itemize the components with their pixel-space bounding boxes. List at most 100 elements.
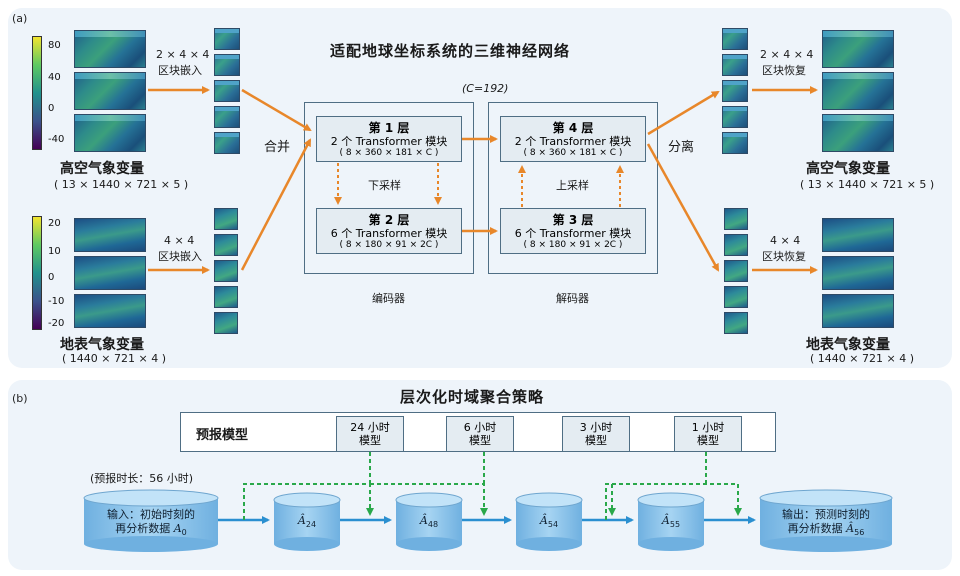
upper-right-name: 高空气象变量: [806, 161, 890, 177]
patch-tile: [214, 260, 238, 282]
lead-time: (预报时长：56 小时): [90, 472, 194, 485]
state-label-24: Â24: [274, 514, 340, 532]
patch-cube: [722, 28, 748, 50]
model-line2: 模型: [585, 434, 607, 447]
encoder-label: 编码器: [372, 292, 405, 305]
layer-3-block: 第 3 层 6 个 Transformer 模块 ( 8 × 180 × 91 …: [500, 208, 646, 254]
layer-title: 第 3 层: [552, 213, 594, 227]
output-line1: 输出：预测时刻的: [782, 508, 870, 521]
upsample-label: 上采样: [556, 179, 589, 192]
patch-tile: [214, 286, 238, 308]
patch-tile: [724, 312, 748, 334]
surface-plane: [74, 294, 146, 328]
colorbar-lower-tick: 20: [48, 218, 61, 229]
layer-title: 第 1 层: [368, 121, 410, 135]
layer-dims: ( 8 × 180 × 91 × 2C ): [523, 240, 623, 250]
panel-a-title: 适配地球坐标系统的三维神经网络: [330, 42, 571, 60]
output-symbol: Â: [846, 522, 855, 535]
patch-cube: [722, 132, 748, 154]
layer-4-block: 第 4 层 2 个 Transformer 模块 ( 8 × 360 × 181…: [500, 116, 646, 162]
upper-left-name: 高空气象变量: [60, 161, 144, 177]
colorbar-upper-tick: -40: [48, 134, 65, 145]
input-subscript: 0: [181, 528, 187, 538]
decoder-label: 解码器: [556, 292, 589, 305]
upper-air-slab: [822, 30, 894, 68]
model-line2: 模型: [697, 434, 719, 447]
patch-cube: [722, 106, 748, 128]
colorbar-lower-tick: -20: [48, 318, 65, 329]
upper-air-slab: [74, 114, 146, 152]
state-symbol: Â: [297, 514, 306, 527]
merge-label: 合并: [264, 140, 291, 155]
split-label: 分离: [668, 140, 695, 155]
upper-air-slab: [74, 30, 146, 68]
layer-desc: 2 个 Transformer 模块: [514, 135, 632, 148]
state-symbol: Â: [419, 514, 428, 527]
patch-tile: [724, 260, 748, 282]
model-line1: 3 小时: [579, 421, 613, 434]
model-24h: 24 小时 模型: [336, 416, 404, 452]
state-subscript: 48: [427, 520, 439, 530]
surface-plane: [822, 294, 894, 328]
patch-cube: [214, 132, 240, 154]
model-6h: 6 小时 模型: [446, 416, 514, 452]
patch-tile: [724, 286, 748, 308]
input-label: 输入：初始时刻的 再分析数据 A0: [86, 508, 216, 540]
colorbar-upper-tick: 0: [48, 103, 55, 114]
layer-desc: 6 个 Transformer 模块: [514, 227, 632, 240]
lower-embed-dims: 4 × 4: [164, 234, 195, 247]
upper-embed-dims: 2 × 4 × 4: [156, 48, 210, 61]
panel-a: [8, 8, 952, 368]
patch-tile: [214, 312, 238, 334]
lower-left-dims: ( 1440 × 721 × 4 ): [62, 352, 166, 365]
colorbar-upper: [32, 36, 42, 150]
colorbar-upper-tick: 40: [48, 72, 61, 83]
layer-title: 第 4 层: [552, 121, 594, 135]
state-label-55: Â55: [638, 514, 704, 532]
patch-tile: [724, 208, 748, 230]
upper-air-slab: [74, 72, 146, 110]
state-label-54: Â54: [516, 514, 582, 532]
input-symbol: A: [173, 522, 182, 535]
state-subscript: 55: [669, 520, 681, 530]
upper-left-dims: ( 13 × 1440 × 721 × 5 ): [54, 178, 189, 191]
patch-cube: [214, 28, 240, 50]
forecast-models-label: 预报模型: [196, 428, 249, 443]
model-line2: 模型: [469, 434, 491, 447]
upper-right-dims: ( 13 × 1440 × 721 × 5 ): [800, 178, 935, 191]
colorbar-lower-tick: 10: [48, 246, 61, 257]
model-1h: 1 小时 模型: [674, 416, 742, 452]
patch-tile: [724, 234, 748, 256]
upper-air-slab: [822, 72, 894, 110]
layer-dims: ( 8 × 360 × 181 × C ): [339, 148, 439, 158]
panel-b-tag: (b): [12, 392, 28, 405]
patch-cube: [722, 54, 748, 76]
lower-right-name: 地表气象变量: [806, 337, 890, 353]
state-subscript: 24: [305, 520, 317, 530]
model-line2: 模型: [359, 434, 381, 447]
layer-dims: ( 8 × 360 × 181 × C ): [523, 148, 623, 158]
layer-desc: 2 个 Transformer 模块: [330, 135, 448, 148]
input-line2-wrap: 再分析数据 A0: [86, 522, 216, 540]
layer-2-block: 第 2 层 6 个 Transformer 模块 ( 8 × 180 × 91 …: [316, 208, 462, 254]
patch-tile: [214, 208, 238, 230]
c-value: (C=192): [462, 82, 509, 95]
lower-embed-label: 区块嵌入: [158, 250, 202, 263]
patch-cube: [214, 54, 240, 76]
lower-right-dims: ( 1440 × 721 × 4 ): [810, 352, 914, 365]
lower-recover-dims: 4 × 4: [770, 234, 801, 247]
patch-tile: [214, 234, 238, 256]
model-line1: 24 小时: [350, 421, 390, 434]
output-label: 输出：预测时刻的 再分析数据 Â56: [762, 508, 890, 540]
surface-plane: [822, 218, 894, 252]
input-line2: 再分析数据: [115, 522, 171, 535]
layer-desc: 6 个 Transformer 模块: [330, 227, 448, 240]
model-line1: 1 小时: [691, 421, 725, 434]
lower-recover-label: 区块恢复: [762, 250, 806, 263]
panel-b-title: 层次化时域聚合策略: [400, 388, 545, 406]
surface-plane: [74, 256, 146, 290]
upper-recover-dims: 2 × 4 × 4: [760, 48, 814, 61]
colorbar-lower: [32, 216, 42, 330]
output-subscript: 56: [854, 528, 865, 538]
colorbar-upper-tick: 80: [48, 40, 61, 51]
